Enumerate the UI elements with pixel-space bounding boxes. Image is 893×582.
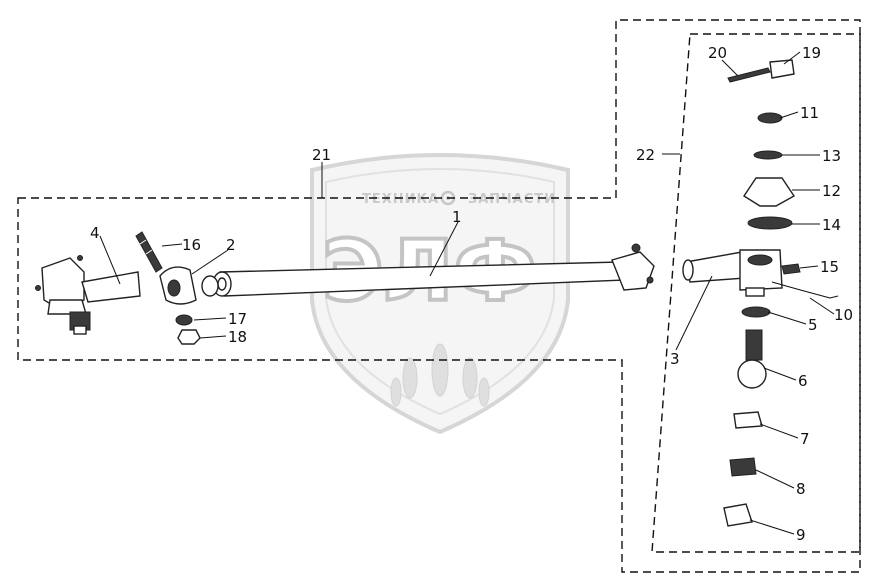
ball-pin (737, 329, 767, 389)
assembly-22-outline (651, 33, 861, 553)
callout-18: 18 (228, 328, 247, 346)
watermark-shield (310, 153, 570, 435)
callout-17: 17 (228, 310, 247, 328)
callout-14: 14 (822, 216, 841, 234)
callout-20: 20 (708, 44, 727, 62)
assembly-21-outline (17, 19, 861, 573)
callout-12: 12 (822, 182, 841, 200)
watermark-text-left: ТЕХНИКА (362, 192, 439, 207)
lock-pin (727, 67, 771, 83)
callout-7: 7 (800, 430, 810, 448)
callout-16: 16 (182, 236, 201, 254)
callout-3: 3 (670, 350, 680, 368)
callout-11: 11 (800, 104, 819, 122)
castle-nut (769, 59, 795, 79)
callout-19: 19 (802, 44, 821, 62)
leader-lines (99, 51, 835, 535)
spacer-5 (741, 306, 771, 318)
grease-fitting (781, 263, 801, 275)
left-ball-joint (35, 255, 141, 335)
right-tie-rod-end (682, 249, 783, 297)
callout-4: 4 (90, 224, 100, 242)
sensor-wire (771, 281, 839, 299)
callout-10: 10 (834, 306, 853, 324)
callout-6: 6 (798, 372, 808, 390)
nut (177, 329, 201, 345)
tie-rod-tube (212, 243, 655, 297)
seal-14 (747, 216, 793, 230)
callout-15: 15 (820, 258, 839, 276)
ring-13 (753, 150, 783, 160)
cover-plug (723, 503, 753, 527)
spacer-11 (757, 112, 783, 124)
callout-22: 22 (636, 146, 655, 164)
callout-9: 9 (796, 526, 806, 544)
callout-2: 2 (226, 236, 236, 254)
clamp (159, 266, 219, 305)
callout-1: 1 (452, 208, 462, 226)
dust-boot (743, 177, 796, 207)
clamp-bolt (135, 231, 163, 273)
callout-13: 13 (822, 147, 841, 165)
callout-8: 8 (796, 480, 806, 498)
callout-21: 21 (312, 146, 331, 164)
callout-5: 5 (808, 316, 818, 334)
watermark-text-right: ЗАПЧАСТИ (468, 192, 556, 207)
spring-seat-8 (729, 457, 757, 477)
washer (175, 314, 193, 326)
seat-7 (733, 411, 763, 429)
